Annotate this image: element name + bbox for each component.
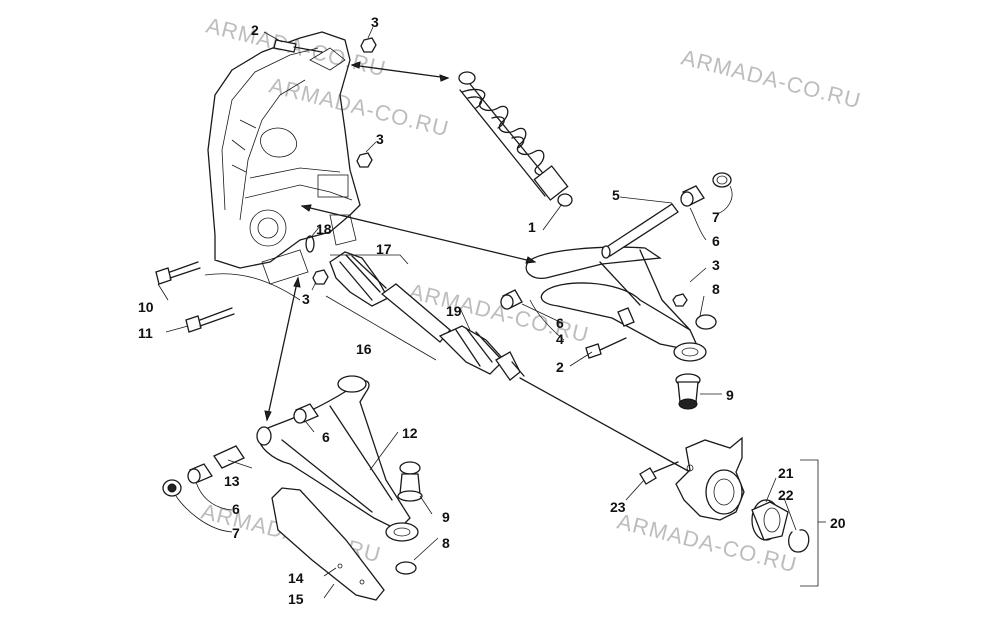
steering-knuckle: [675, 436, 745, 521]
callout-2: 2: [251, 22, 259, 38]
callout-9: 9: [442, 509, 450, 525]
callout-5: 5: [612, 187, 620, 203]
callout-22: 22: [778, 487, 794, 503]
bolt-upper-arm: [585, 337, 627, 359]
leader-shock-to-frame: [351, 64, 449, 79]
callout-7: 7: [712, 209, 720, 225]
callout-6: 6: [232, 501, 240, 517]
bushing-lower-2: [187, 463, 213, 484]
callout-6: 6: [712, 233, 720, 249]
callout-2: 2: [556, 359, 564, 375]
bushing-upper-left: [500, 289, 523, 310]
callouts: 2 3 3 1 5 7 6 3 8 9 18 17 19 6 4 2 10 11…: [138, 14, 846, 607]
callout-17: 17: [376, 241, 392, 257]
bolt-top: [273, 39, 323, 53]
pivot-tube-upper: [601, 203, 679, 259]
bushing-upper-right: [680, 185, 705, 207]
callout-19: 19: [446, 303, 462, 319]
skid-plate: [271, 487, 385, 601]
watermark: ARMADA-CO.RU: [267, 73, 452, 142]
callout-3: 3: [376, 131, 384, 147]
callout-15: 15: [288, 591, 304, 607]
ball-joint-lower: [397, 461, 423, 502]
callout-13: 13: [224, 473, 240, 489]
callout-3: 3: [302, 291, 310, 307]
callout-20: 20: [830, 515, 846, 531]
callout-12: 12: [402, 425, 418, 441]
callout-6: 6: [322, 429, 330, 445]
bearing: [751, 499, 789, 541]
circlip-lower: [395, 561, 417, 575]
arrow-head: [525, 256, 537, 264]
leader-frame-to-lower-arm: [266, 277, 299, 421]
callout-3: 3: [371, 14, 379, 30]
arrow-head: [264, 410, 272, 422]
callout-3: 3: [712, 257, 720, 273]
frame: [204, 31, 361, 301]
nut-lower-left: [312, 269, 329, 285]
upper-a-arm: [525, 246, 707, 362]
callout-10: 10: [138, 299, 154, 315]
watermark: ARMADA-CO.RU: [679, 45, 864, 114]
arrow-head: [293, 276, 301, 288]
arrow-head: [439, 74, 450, 82]
shock-absorber: [458, 71, 573, 207]
callout-1: 1: [528, 219, 536, 235]
callout-9: 9: [726, 387, 734, 403]
callout-21: 21: [778, 465, 794, 481]
callout-4: 4: [556, 331, 564, 347]
bolt-11: [185, 307, 235, 333]
seal-lower: [162, 479, 182, 497]
bolt-23: [639, 461, 679, 485]
ball-joint-upper: [675, 373, 701, 410]
bushing-lower-1: [293, 403, 319, 424]
callout-11: 11: [138, 325, 153, 341]
nut-upper-arm: [672, 293, 688, 307]
callout-14: 14: [288, 570, 304, 586]
circlip-upper: [695, 314, 717, 330]
callout-16: 16: [356, 341, 372, 357]
callout-8: 8: [442, 535, 450, 551]
callout-8: 8: [712, 281, 720, 297]
pivot-tube-lower: [213, 445, 245, 469]
callout-18: 18: [316, 221, 332, 237]
callout-6: 6: [556, 315, 564, 331]
leader-lines: [157, 26, 826, 599]
callout-23: 23: [610, 499, 626, 515]
leader-axle-to-knuckle: [519, 377, 691, 473]
arrow-head: [300, 204, 312, 212]
nut-middle: [356, 152, 373, 168]
leader-frame-to-upper-arm: [301, 205, 536, 263]
seal-upper-right: [712, 172, 732, 188]
retaining-ring-18: [305, 235, 315, 253]
snap-ring: [787, 529, 810, 553]
bolt-10: [155, 261, 201, 285]
callout-7: 7: [232, 525, 240, 541]
nut-top: [360, 37, 377, 53]
arrow-head: [350, 61, 361, 69]
drive-axle: [329, 251, 525, 381]
